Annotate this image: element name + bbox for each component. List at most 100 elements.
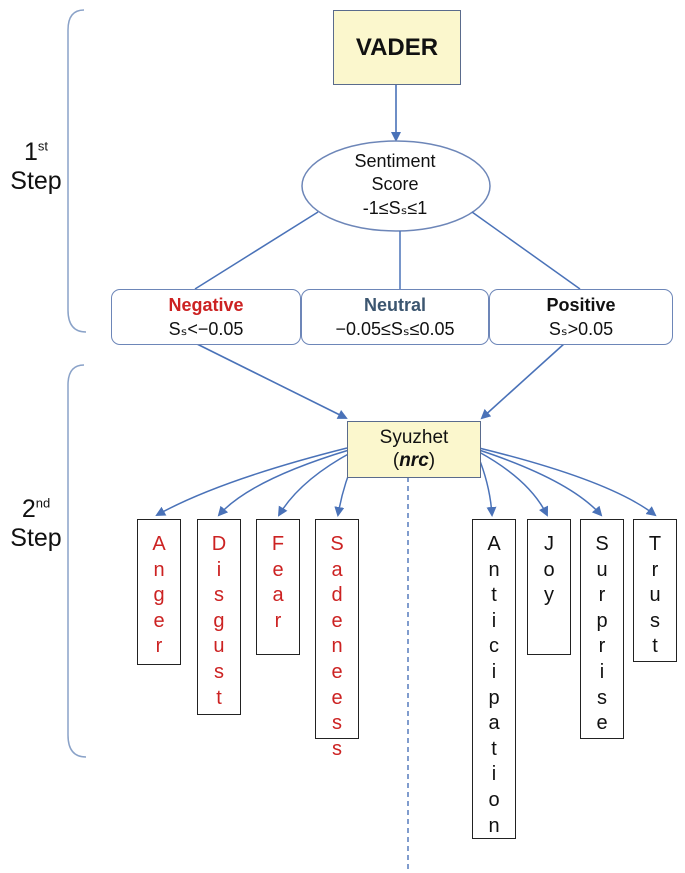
emotion-letter: r <box>651 558 659 581</box>
emotion-letter: u <box>596 558 608 581</box>
emotion-letter: s <box>332 712 342 735</box>
emotion-letter: e <box>596 712 608 735</box>
neutral-range: −0.05≤Sₛ≤0.05 <box>335 318 455 339</box>
step1-brace <box>67 9 87 333</box>
line-to-negative <box>194 211 319 290</box>
emotion-letter: r <box>598 635 606 658</box>
emotion-letter: J <box>544 533 554 555</box>
arrow-negative-syuzhet <box>194 342 348 419</box>
emotion-letter: n <box>331 635 343 658</box>
emotion-letter: S <box>330 533 344 555</box>
emotion-letter: F <box>271 533 285 555</box>
emotion-letter: g <box>213 609 225 632</box>
positive-label: Positive <box>546 294 616 315</box>
emotion-letter: o <box>488 788 500 811</box>
emotion-letter: i <box>491 660 497 683</box>
emotion-letter: o <box>543 558 555 581</box>
negative-label: Negative <box>168 294 244 315</box>
emotion-letter: i <box>491 763 497 786</box>
neutral-label: Neutral <box>363 294 426 315</box>
positive-range: Sₛ>0.05 <box>548 318 614 339</box>
arrow-positive-syuzhet <box>480 342 566 420</box>
emotion-letter: u <box>213 635 225 658</box>
positive-box: Positive Sₛ>0.05 <box>489 289 673 345</box>
emotion-letter: p <box>488 686 500 709</box>
emotion-letter: d <box>331 584 343 607</box>
emotion-letter: S <box>595 533 609 555</box>
emotion-letter: s <box>213 660 224 683</box>
emotion-letter: e <box>272 558 284 581</box>
emotion-letter: t <box>491 737 497 760</box>
emotion-letter: n <box>153 558 165 581</box>
emotion-letter: r <box>274 609 282 632</box>
emotion-letter: e <box>331 660 343 683</box>
syuzhet-label: Syuzhet <box>379 426 449 448</box>
sentiment-score: Sentiment Score -1≤Sₛ≤1 <box>320 150 470 220</box>
syuzhet-method: nrc <box>399 449 429 471</box>
vader-box: VADER <box>333 10 461 85</box>
emotion-letter: e <box>331 609 343 632</box>
arrow-to-trust <box>478 447 657 517</box>
vader-label: VADER <box>355 33 439 61</box>
emotion-letter: r <box>155 635 163 658</box>
emotion-letter: r <box>598 584 606 607</box>
emotion-letter: t <box>652 635 658 658</box>
arrow-to-anger <box>155 447 348 516</box>
emotion-letter: c <box>489 635 499 658</box>
neutral-box: Neutral −0.05≤Sₛ≤0.05 <box>301 289 489 345</box>
arrow-to-joy <box>478 451 548 517</box>
arrow-to-fear <box>277 451 353 517</box>
line-to-positive <box>471 211 581 290</box>
syuzhet-method-line: (nrc) <box>392 449 436 471</box>
emotion-letter: p <box>596 609 608 632</box>
sentiment-range: -1≤Sₛ≤1 <box>362 197 428 218</box>
emotion-letter: s <box>597 686 607 709</box>
emotion-letter: s <box>213 584 224 607</box>
sentiment-line2: Score <box>371 174 419 195</box>
emotion-letter: n <box>488 814 500 837</box>
emotion-letter: a <box>488 712 500 735</box>
emotion-letter: a <box>331 558 343 581</box>
emotion-letter: e <box>153 609 165 632</box>
emotion-letter: a <box>272 584 284 607</box>
step2-brace <box>67 364 87 758</box>
arrow-to-disgust <box>217 449 350 517</box>
emotion-letter: i <box>599 660 605 683</box>
negative-range: Sₛ<−0.05 <box>168 318 244 339</box>
emotion-letter: A <box>487 533 501 555</box>
emotion-letter: g <box>153 584 165 607</box>
emotion-letter: D <box>211 533 227 555</box>
negative-box: Negative Sₛ<−0.05 <box>111 289 301 345</box>
emotion-letter: T <box>648 533 662 555</box>
sentiment-ellipse <box>301 140 491 232</box>
emotion-letter: A <box>152 533 166 555</box>
emotion-letter: i <box>216 558 222 581</box>
emotion-letter: t <box>216 686 222 709</box>
step2-label: 2nd Step <box>10 495 62 552</box>
syuzhet-box: Syuzhet (nrc) <box>347 421 481 478</box>
emotion-letter: s <box>650 609 660 632</box>
emotion-letter: e <box>331 686 343 709</box>
emotion-letter: i <box>491 609 497 632</box>
sentiment-line1: Sentiment <box>354 151 436 171</box>
emotion-letter: u <box>649 584 661 607</box>
emotion-letter: n <box>488 558 500 581</box>
emotion-letter: y <box>544 584 554 607</box>
